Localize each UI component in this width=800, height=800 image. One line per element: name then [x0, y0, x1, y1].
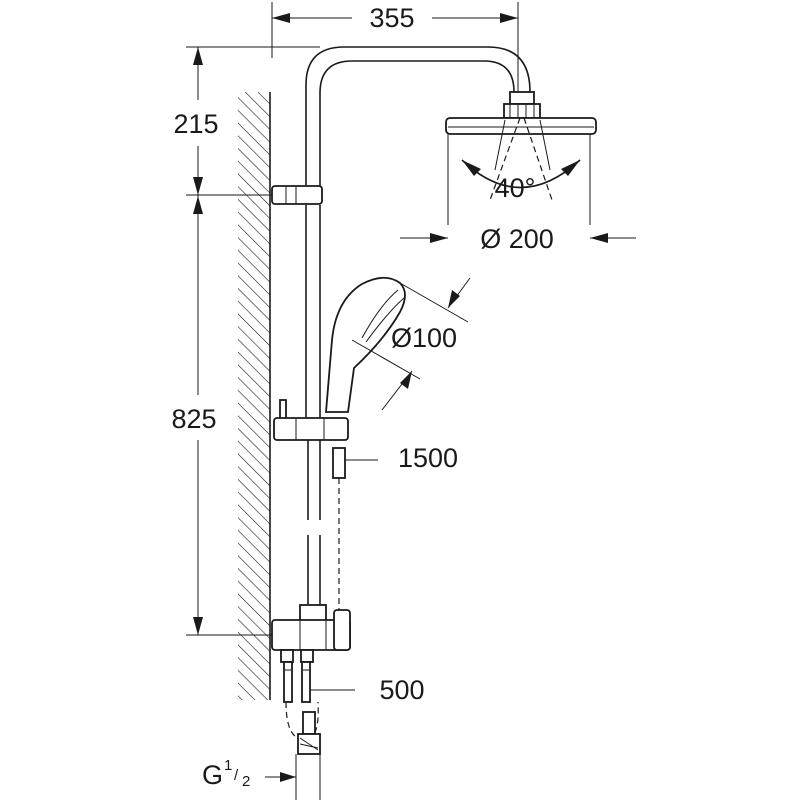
dimension-hand-diameter: Ø100	[351, 277, 471, 411]
thread-label-numerator: 1	[224, 757, 232, 774]
dimension-drop-length-label: 500	[379, 675, 424, 705]
wall-bracket	[271, 185, 323, 205]
inlet-pipes: 500	[280, 649, 425, 741]
thread-label-slash: /	[234, 767, 239, 784]
head-shower: 40°	[445, 91, 597, 225]
thread-connection: G 1 / 2	[202, 711, 321, 800]
dimension-head-diameter: Ø 200	[400, 224, 636, 254]
wall	[238, 92, 271, 700]
dimension-vertical: 215 825	[171, 46, 320, 636]
dimension-width-label: 355	[369, 3, 414, 33]
thread-label-base: G	[202, 760, 223, 790]
dimension-angle-label: 40°	[495, 173, 536, 203]
wall-hatching	[238, 92, 270, 700]
thread-label-denominator: 2	[242, 773, 250, 790]
dimension-hand-diameter-label: Ø100	[391, 323, 457, 353]
dimension-head-diameter-label: Ø 200	[480, 224, 554, 254]
dimension-hose-length-label: 1500	[398, 443, 458, 473]
dimension-height-top-label: 215	[173, 109, 218, 139]
dimension-height-mid-label: 825	[171, 404, 216, 434]
hose: 1500	[332, 443, 458, 620]
diverter-block	[271, 604, 351, 651]
dimension-width: 355	[271, 2, 519, 110]
slide-holder	[273, 399, 349, 441]
